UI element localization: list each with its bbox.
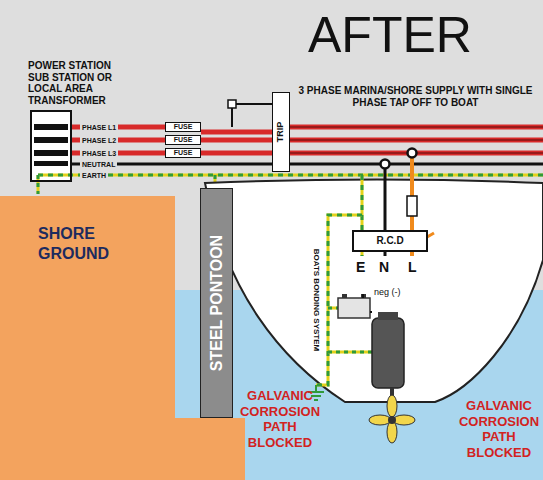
battery — [338, 298, 370, 318]
battery-note: neg (-) — [374, 287, 401, 298]
rcd-box: R.C.D — [352, 230, 428, 252]
supply-note: 3 PHASE MARINA/SHORE SUPPLY WITH SINGLE … — [298, 85, 533, 109]
trip-switch-box: TRIP — [272, 92, 290, 172]
phase-wire-core — [290, 127, 543, 128]
earth-wire-stripe — [38, 174, 543, 177]
node-label: FUSE — [169, 136, 197, 144]
phase-wire — [201, 138, 272, 143]
earth-drop-stripe — [37, 175, 40, 194]
transformer-winding — [34, 150, 68, 156]
node-heading: POWER STATION SUB STATION OR LOCAL AREA … — [28, 60, 124, 106]
engine — [372, 318, 404, 388]
phase-wire — [290, 138, 543, 143]
corrosion-note: GALVANIC CORROSION PATH BLOCKED — [458, 398, 540, 460]
wire-name: EARTH — [80, 171, 108, 180]
diagram-title: AFTER — [308, 6, 472, 64]
phase-wire-core — [290, 140, 543, 141]
battery-negative-wire — [363, 294, 372, 312]
phase-wire — [290, 125, 543, 130]
propeller-blade — [387, 421, 397, 443]
node-label: FUSE — [169, 149, 197, 157]
propeller-blade — [369, 415, 391, 425]
propeller-hub — [388, 416, 396, 424]
boat-fuse — [407, 196, 417, 216]
propeller-blade — [387, 395, 397, 417]
transformer-fill — [30, 110, 72, 182]
node-label: FUSE — [169, 123, 197, 131]
engine-top — [378, 312, 398, 320]
terminal-name: E — [356, 259, 365, 276]
earth-drop — [37, 175, 40, 194]
boat-hull — [205, 180, 543, 403]
transformer-winding — [34, 161, 68, 166]
corrosion-note: GALVANIC CORROSION PATH BLOCKED — [236, 388, 324, 450]
wire-name: PHASE L1 — [80, 123, 118, 132]
node-label: SHORE GROUND — [38, 224, 116, 264]
terminal-name: L — [408, 259, 417, 276]
transformer-winding — [34, 124, 68, 130]
neutral-wire — [72, 163, 543, 166]
node-label: R.C.D — [354, 232, 426, 250]
tap-terminal — [408, 149, 417, 158]
earth-wire — [38, 174, 543, 177]
shore-ground-base — [175, 418, 245, 480]
steel-pontoon: STEEL PONTOON — [200, 188, 233, 418]
wire-name: PHASE L2 — [80, 136, 118, 145]
shore-ground-block: SHORE GROUND — [0, 196, 175, 480]
wire-name: NEUTRAL — [80, 160, 117, 169]
node-label: STEEL PONTOON — [208, 235, 226, 371]
bonding-note: BOATS BONDING SYSTEM — [311, 249, 321, 352]
phase-wire — [201, 130, 272, 135]
transformer-winding — [34, 137, 68, 143]
trip-switch — [228, 100, 236, 108]
fuse-box: FUSE — [165, 135, 201, 145]
fuse-box: FUSE — [165, 122, 201, 132]
wire-name: PHASE L3 — [80, 149, 118, 158]
node-label: TRIP — [276, 122, 286, 143]
propeller-blade — [393, 415, 415, 425]
phase-wire — [201, 151, 272, 156]
fuse-box: FUSE — [165, 148, 201, 158]
terminal-name: N — [379, 259, 389, 276]
transformer-box: POWER STATION SUB STATION OR LOCAL AREA … — [30, 110, 72, 182]
tap-terminal — [381, 160, 390, 169]
